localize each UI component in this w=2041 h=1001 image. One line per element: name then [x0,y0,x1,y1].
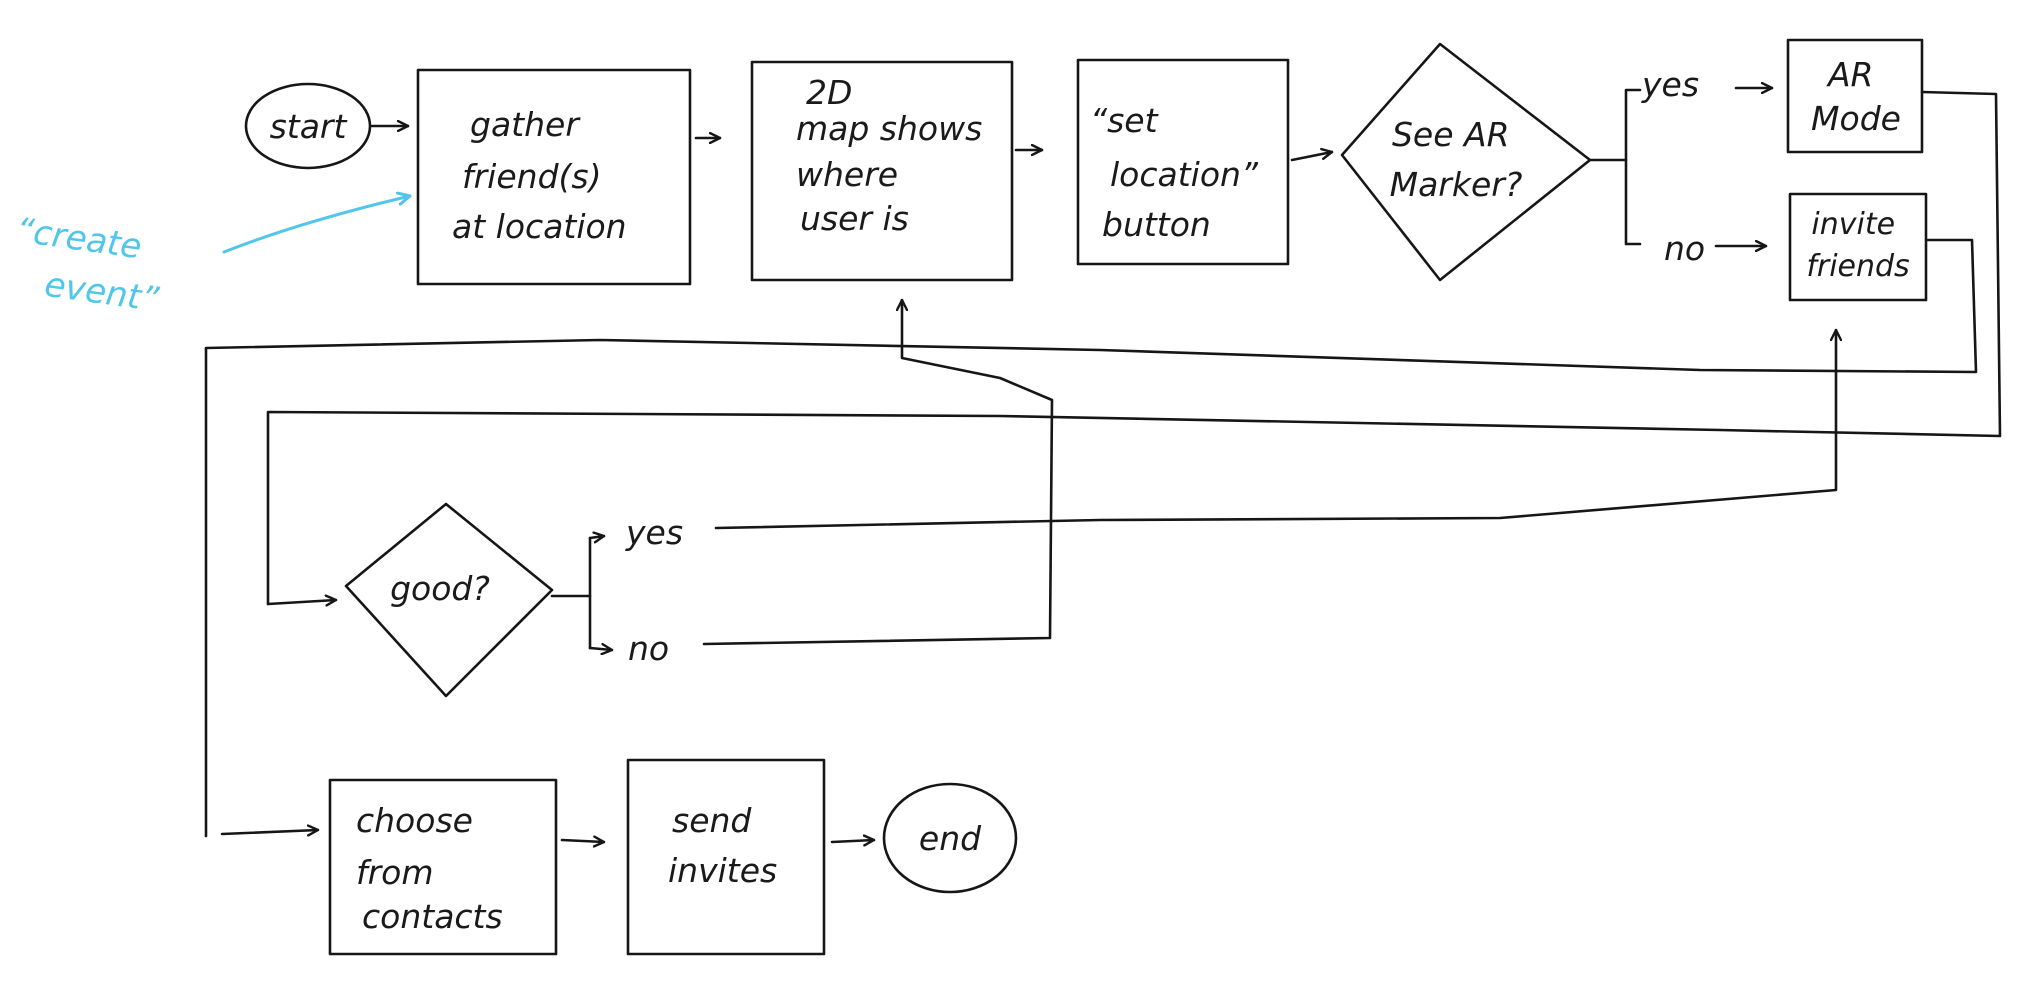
edge-choose-to-send [560,840,606,842]
end-label: end [919,819,982,858]
see-ar-marker-decision [1340,42,1592,282]
create-event-pointer [222,196,410,254]
gather-friends-box [416,68,692,286]
create-event-annotation: “create event” [6,210,168,320]
edge-see-ar-branch [1588,88,1642,162]
good-no-label: no [628,629,669,668]
edge-send-to-end [830,840,876,842]
edge-loop-into-good [266,600,338,604]
gather-friends-label: gather friend(s) at location [452,105,627,246]
edge-loop-into-choose [220,830,320,834]
good-decision [344,502,554,698]
map-2d-label: 2D map shows where user is [796,73,993,238]
see-ar-marker-label: See AR Marker? [1390,115,1523,204]
ar-mode-label: AR Mode [1811,55,1901,138]
good-yes-label: yes [625,513,683,552]
edge-see-ar-branch-no [1624,158,1642,246]
edge-good-branch [550,536,592,598]
see-ar-no-label: no [1664,229,1705,268]
edge-ar-mode-loop [266,90,2002,606]
start-label: start [270,107,348,146]
end-node [882,782,1018,894]
map-2d-box [750,60,1014,282]
edge-good-no-arrow [588,648,614,650]
edge-invite-loop [204,238,1978,838]
edge-set-location-to-see-ar [1290,152,1334,162]
set-location-box [1076,58,1290,266]
send-invites-label: send invites [668,801,777,890]
edge-good-yes-to-invite [714,328,1836,530]
choose-from-contacts-box [328,778,558,956]
ar-mode-box [1786,38,1924,154]
send-invites-box [626,758,826,956]
start-node [244,82,372,170]
edge-good-no-to-map [702,298,1054,646]
edge-good-yes-arrow [588,536,606,538]
invite-friends-box [1788,192,1928,302]
good-label: good? [390,569,490,608]
choose-from-contacts-label: choose from contacts [356,801,503,936]
see-ar-yes-label: yes [1641,65,1699,104]
set-location-label: “set location” button [1090,101,1269,244]
invite-friends-label: invite friends [1806,207,1909,284]
